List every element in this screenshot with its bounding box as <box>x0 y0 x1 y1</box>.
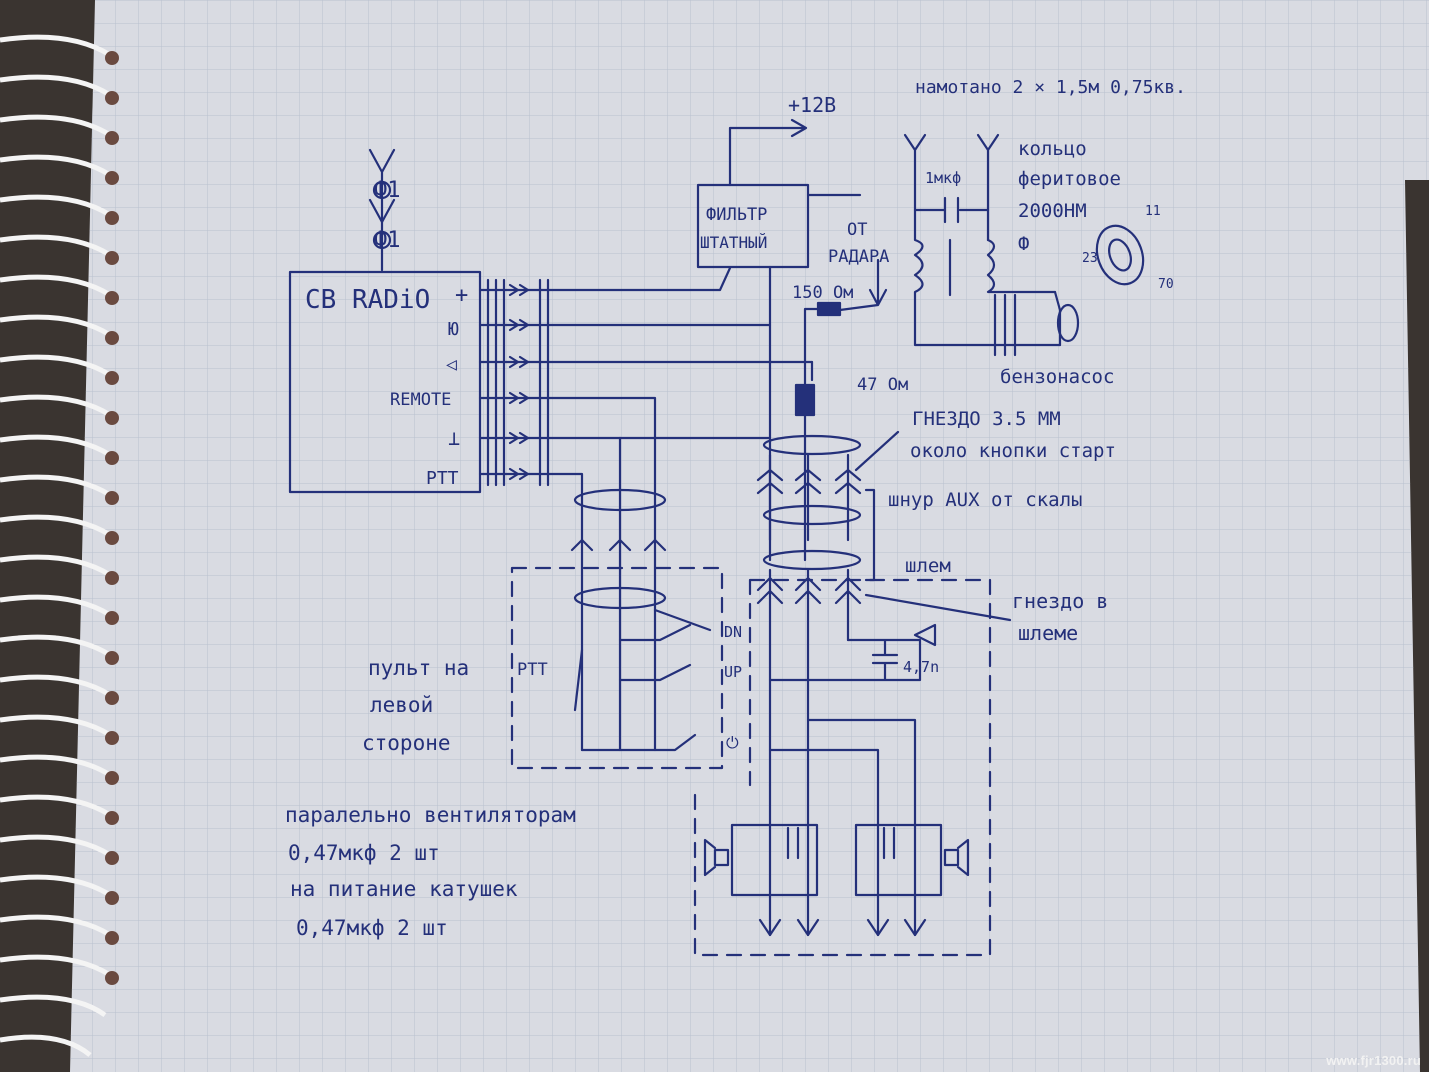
choke-left <box>913 208 1062 347</box>
watermark: www.fjr1300.ru <box>1326 1053 1421 1068</box>
speaker-left-icon <box>703 838 730 877</box>
cap-1uf-label: 1мкф <box>925 169 961 187</box>
helmet-jack-label-1: гнездо в <box>1012 589 1108 613</box>
note-line-2: 0,47мкф 2 шт <box>288 841 440 865</box>
ring-label-1: кольцо <box>1018 138 1087 160</box>
jack35-pins <box>756 453 862 542</box>
note-line-4: 0,47мкф 2 шт <box>296 916 448 940</box>
pump-label: бензонасос <box>1000 366 1114 388</box>
remote-up-label: UP <box>724 663 742 681</box>
cb-radio-box <box>288 270 482 494</box>
radio-plus: + <box>455 283 468 308</box>
aux-ring-bottom <box>762 549 862 571</box>
ring-label-2: феритовое <box>1018 168 1121 190</box>
remote-switches <box>573 608 712 752</box>
remote-caption-2: левой <box>370 693 433 717</box>
antenna-symbol <box>368 148 396 272</box>
jack35-ring <box>762 434 862 456</box>
notebook-page <box>70 0 1429 1072</box>
jack35-label-2: около кнопки старт <box>910 440 1116 462</box>
resistor-150-label: 150 Ом <box>792 283 853 303</box>
radio-pin-mic: Ю <box>448 319 459 340</box>
radio-pin-ground: ⊥ <box>448 426 460 450</box>
ring-dim-right: 70 <box>1158 277 1174 292</box>
helmet-jack-pins <box>756 568 862 787</box>
ring-dim-left: 23 <box>1082 251 1098 266</box>
resistor-47-wire <box>803 360 814 562</box>
remote-caption-1: пульт на <box>368 656 469 680</box>
plus12-wire <box>728 118 808 187</box>
jack35-label-1: ГНЕЗДО 3.5 ММ <box>912 408 1061 430</box>
speaker-right-icon <box>943 838 970 877</box>
cap-1uf <box>943 196 960 224</box>
resistor-47-label: 47 Ом <box>857 375 908 395</box>
filter-label-2: ШТАТНЫЙ <box>700 233 767 252</box>
radio-connector-bus <box>478 266 814 752</box>
radio-title: CB RADiO <box>305 285 430 315</box>
antenna-label-top: Ф1 <box>374 178 401 203</box>
jack35-arrow <box>854 430 900 472</box>
ring-label-3: 2000НМ <box>1018 200 1087 222</box>
filter-label-1: ФИЛЬТР <box>706 205 767 225</box>
choke-right <box>986 238 1057 294</box>
punch-holes <box>105 51 119 985</box>
remote-dashed-box <box>510 566 724 770</box>
mic-circuit <box>768 638 922 682</box>
speaker-caps <box>786 826 896 860</box>
radar-wire <box>838 258 888 312</box>
radio-pin-remote: REMOTE <box>390 390 451 410</box>
remote-pins <box>570 436 667 752</box>
radar-label-1: ОТ <box>847 220 867 240</box>
resistor-150 <box>816 301 842 317</box>
helmet-jack-label-2: шлеме <box>1018 621 1078 645</box>
remote-dn-label: DN <box>724 623 742 641</box>
aux-ring-top <box>762 504 862 526</box>
resistor-47 <box>794 383 816 417</box>
ferrite-ring-inner <box>1108 238 1132 272</box>
microphone-icon <box>913 623 937 647</box>
speaker-icon: ◁ <box>446 354 457 375</box>
filter-antenna-right <box>976 133 1000 242</box>
speaker-box-left <box>730 823 819 897</box>
note-line-1: паралельно вентиляторам <box>285 803 576 827</box>
helmet-dashed-box <box>693 578 992 957</box>
plus12-label: +12В <box>788 93 836 117</box>
ring-label-4: Ф <box>1018 233 1029 255</box>
radar-label-2: РАДАРА <box>828 247 889 267</box>
pump-motor-icon <box>1056 303 1080 343</box>
remote-caption-3: стороне <box>362 731 451 755</box>
filter-box <box>696 183 810 269</box>
remote-power-label: ⏻ <box>726 733 739 752</box>
note-line-3: на питание катушек <box>290 877 518 901</box>
speaker-box-right <box>854 823 943 897</box>
spiral-binding <box>0 34 112 1057</box>
wound-note: намотано 2 × 1,5м 0,75кв. <box>915 77 1186 98</box>
aux-cord-label: шнур AUX от скалы <box>888 489 1082 511</box>
speaker-wiring <box>768 718 917 937</box>
helmet-jack-arrow <box>864 593 1012 622</box>
antenna-label-bottom: Ф1 <box>374 228 401 253</box>
radio-pin-ptt: PTT <box>426 468 459 489</box>
remote-ptt-label: PTT <box>517 660 548 680</box>
ring-dim-top: 11 <box>1145 204 1161 219</box>
ferrite-ring-icon <box>1095 224 1145 286</box>
mic-cap-label: 4,7n <box>903 658 939 676</box>
helmet-label: шлем <box>905 555 951 577</box>
ground-arrows <box>758 918 927 937</box>
resistor-150-wire <box>803 307 820 387</box>
